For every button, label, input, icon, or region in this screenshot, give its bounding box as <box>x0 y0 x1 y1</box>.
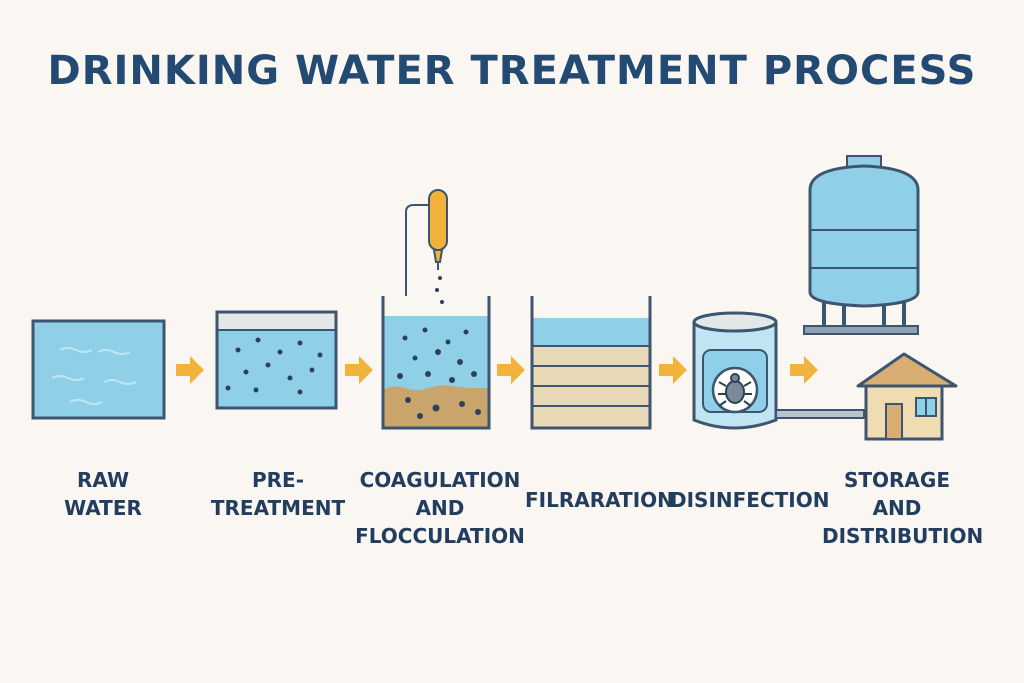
filtration-tank <box>530 296 652 430</box>
label-pre-treatment: PRE-TREATMENT <box>210 468 346 520</box>
chemical-dropper-icon <box>405 189 448 304</box>
arrow-right-icon <box>176 356 204 384</box>
arrow-right-icon <box>345 356 373 384</box>
house-icon <box>856 352 958 441</box>
arrow-right-icon <box>790 356 818 384</box>
germ-icon <box>711 366 759 414</box>
coagulation-tank <box>381 296 491 430</box>
raw-water-box <box>31 319 166 420</box>
label-filtration: FILRARATION <box>525 488 674 512</box>
water-tower-icon <box>803 155 920 335</box>
distribution-pipe <box>775 409 865 419</box>
arrow-right-icon <box>659 356 687 384</box>
diagram-title: DRINKING WATER TREATMENT PROCESS <box>47 48 977 94</box>
pre-treatment-tank <box>215 310 338 410</box>
label-disinfection: DISINFECTION <box>670 488 830 512</box>
arrow-right-icon <box>497 356 525 384</box>
